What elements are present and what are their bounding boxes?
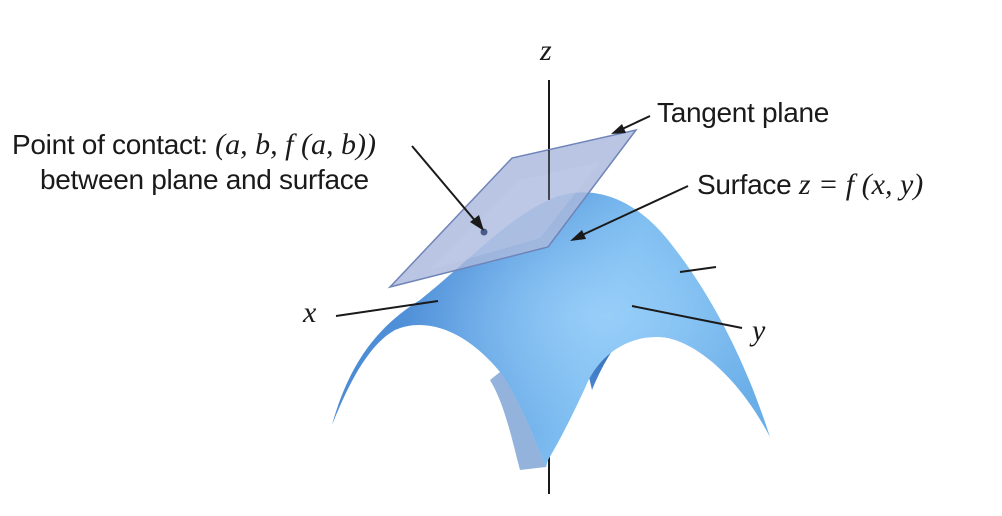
surface-leader bbox=[579, 185, 689, 237]
x-axis bbox=[335, 300, 439, 317]
z-axis-label: z bbox=[540, 34, 552, 67]
contact-label-math: (a, b, f (a, b)) bbox=[215, 128, 376, 161]
surface-highlight bbox=[332, 192, 770, 467]
y-axis-back bbox=[679, 266, 717, 273]
surface-label: Surface z = f (x, y) bbox=[697, 168, 923, 202]
tangent-plane-shade bbox=[430, 162, 600, 270]
contact-leader bbox=[411, 145, 478, 224]
contact-point bbox=[480, 228, 488, 236]
contact-arrowhead bbox=[470, 215, 484, 231]
x-axis-label: x bbox=[303, 296, 317, 329]
tangent-arrowhead bbox=[611, 124, 626, 134]
y-axis-label: y bbox=[752, 314, 766, 347]
surface-underside bbox=[585, 318, 640, 390]
contact-label-line1: Point of contact: (a, b, f (a, b)) bbox=[12, 128, 376, 162]
surface-front-leg bbox=[490, 372, 546, 470]
y-axis-front bbox=[631, 305, 743, 329]
tangent-plane bbox=[387, 128, 638, 289]
tangent-plane-label: Tangent plane bbox=[657, 97, 830, 128]
surface-equation: z = f (x, y) bbox=[798, 168, 924, 201]
contact-label-line2: between plane and surface bbox=[40, 164, 369, 195]
contact-label-text: Point of contact: bbox=[12, 129, 216, 160]
surface-label-text: Surface bbox=[697, 169, 799, 200]
surface-arrowhead bbox=[570, 230, 586, 241]
